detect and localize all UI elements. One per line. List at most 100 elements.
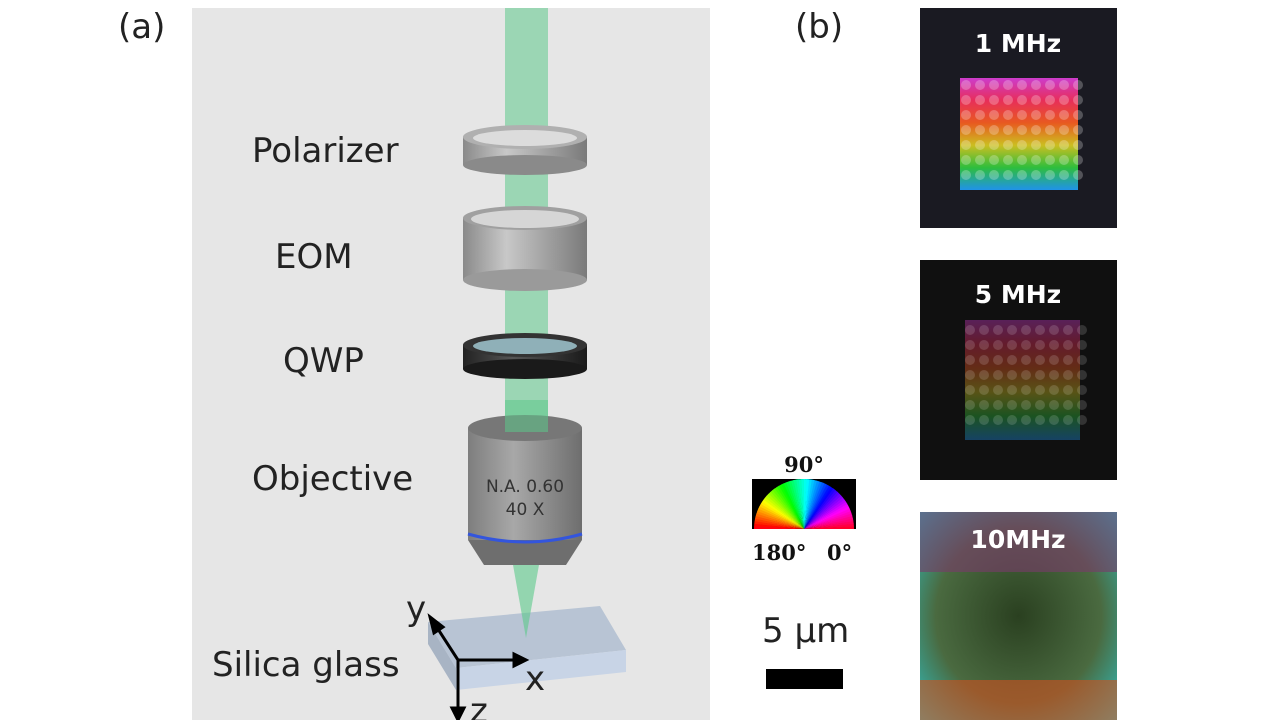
image-dot [961,170,971,180]
image-dot [1003,110,1013,120]
colorwheel-wedge [804,505,850,529]
image-dot [1073,110,1083,120]
image-dot [1031,80,1041,90]
image-dot [1021,370,1031,380]
colorwheel-wedge [766,493,804,529]
eom-cylinder [463,206,587,291]
image-dot [1007,385,1017,395]
image-dot [975,155,985,165]
colorwheel-90-label: 90° [784,452,824,477]
image-dot [989,95,999,105]
colorwheel-wedge [780,483,804,529]
image-dot [1021,355,1031,365]
image-dot [1017,125,1027,135]
image-dot [1017,155,1027,165]
image-label-10mhz: 10MHz [970,525,1065,554]
image-dot [1017,95,1027,105]
image-dot [993,325,1003,335]
image-dot [965,400,975,410]
image-dot [1035,340,1045,350]
label-eom: EOM [275,237,353,277]
image-dot [1007,400,1017,410]
image-dot [1049,400,1059,410]
image-dot [979,355,989,365]
colorwheel-wedge [760,501,804,529]
image-dot [1077,385,1087,395]
image-dot [1073,155,1083,165]
image-dot [1031,110,1041,120]
image-dot [1059,140,1069,150]
image-dot [989,125,999,135]
image-dot [989,155,999,165]
colorwheel-180-label: 180° [752,540,806,565]
colorwheel-wedge [804,481,822,529]
colorwheel-wedge [804,479,812,529]
image-dot [965,355,975,365]
image-dot [961,155,971,165]
image-dot [989,80,999,90]
image-dot [1007,355,1017,365]
image-dot [975,95,985,105]
image-dot [1021,325,1031,335]
image-dot [965,340,975,350]
image-dot [1059,125,1069,135]
colorwheel-wedge [804,508,851,529]
image-dot [965,370,975,380]
image-dot [1077,325,1087,335]
image-label-1mhz: 1 MHz [975,29,1061,58]
image-10mhz: 10MHz [920,512,1117,720]
focused-beam-cone [510,548,542,638]
image-dot [1077,355,1087,365]
colorwheel-wedge [804,488,836,529]
colorwheel-wedge [804,495,843,529]
colorwheel-wedge [754,526,804,529]
image-dot [979,325,989,335]
colorwheel-wedge [804,482,825,529]
panel-b-label: (b) [795,7,843,47]
image-dot [1045,125,1055,135]
axis-x-label: x [525,659,545,699]
image-dot [1049,325,1059,335]
colorwheel-wedge [772,488,804,529]
image-dot [975,80,985,90]
image-dot [1017,170,1027,180]
image-dot [993,340,1003,350]
colorwheel-wedge [804,497,845,529]
image-dot [1035,385,1045,395]
colorwheel-wedge [774,487,804,529]
colorwheel-wedge [804,484,829,529]
image-dot [1049,340,1059,350]
image-dot [979,340,989,350]
image-dot [1049,370,1059,380]
scale-bar-label: 5 µm [762,611,849,651]
colorwheel-wedge [763,497,804,529]
image-dot [1059,155,1069,165]
colorwheel-wedge [804,489,838,529]
image-dot [1077,340,1087,350]
image-dot [1003,80,1013,90]
image-dot [1021,415,1031,425]
image-dot [1021,400,1031,410]
image-dot [1063,385,1073,395]
colorwheel-wedge [761,499,804,529]
scale-bar [766,669,843,689]
image-dot [1045,110,1055,120]
colorwheel-wedge [804,483,827,529]
colorwheel-wedge [754,518,804,529]
image-dot [993,355,1003,365]
colorwheel-wedge [783,482,804,529]
image-dot [1021,340,1031,350]
image-dot [1045,80,1055,90]
image-dot [979,370,989,380]
colorwheel-wedge [804,480,817,529]
colorwheel-wedge [804,491,840,529]
image-dot [993,370,1003,380]
image-dot [1077,400,1087,410]
image-dot [979,400,989,410]
image-5mhz: 5 MHz [920,260,1117,480]
colorwheel-wedge [754,523,804,529]
colorwheel-wedge [768,491,804,529]
image-dot [989,170,999,180]
image-dot [993,385,1003,395]
image-dot [989,110,999,120]
